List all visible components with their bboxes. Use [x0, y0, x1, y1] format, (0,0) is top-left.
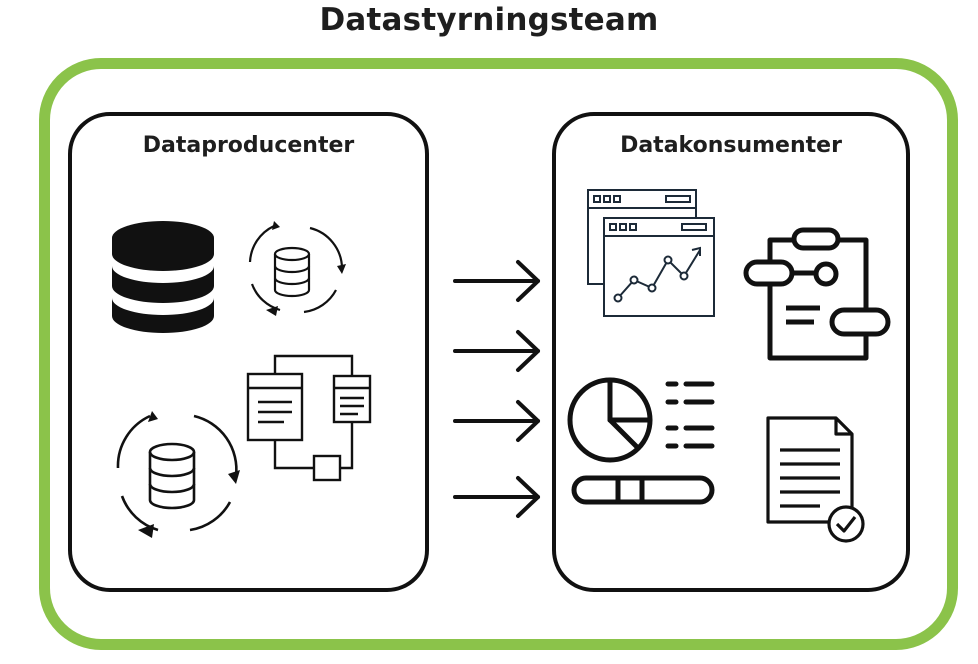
- pie-chart-dashboard-icon: [567, 377, 715, 505]
- approved-document-icon: [766, 416, 865, 543]
- flowchart-clipboard-icon: [743, 227, 891, 361]
- producers-title: Dataproducenter: [142, 133, 355, 158]
- arrow-right-icon: [453, 260, 540, 302]
- arrow-right-icon: [453, 476, 540, 518]
- consumers-title: Datakonsumenter: [620, 133, 842, 158]
- arrow-right-icon: [453, 330, 540, 372]
- database-sync-icon: [116, 411, 240, 538]
- arrow-right-icon: [453, 400, 540, 442]
- database-sync-icon: [248, 221, 346, 316]
- producers-panel: Dataproducenter: [68, 112, 429, 592]
- data-flow-diagram-icon: [246, 354, 372, 482]
- database-icon: [112, 221, 214, 333]
- line-chart-report-icon: [587, 189, 715, 317]
- governance-team-frame: [39, 58, 958, 650]
- diagram-title: Datastyrningsteam: [319, 2, 659, 38]
